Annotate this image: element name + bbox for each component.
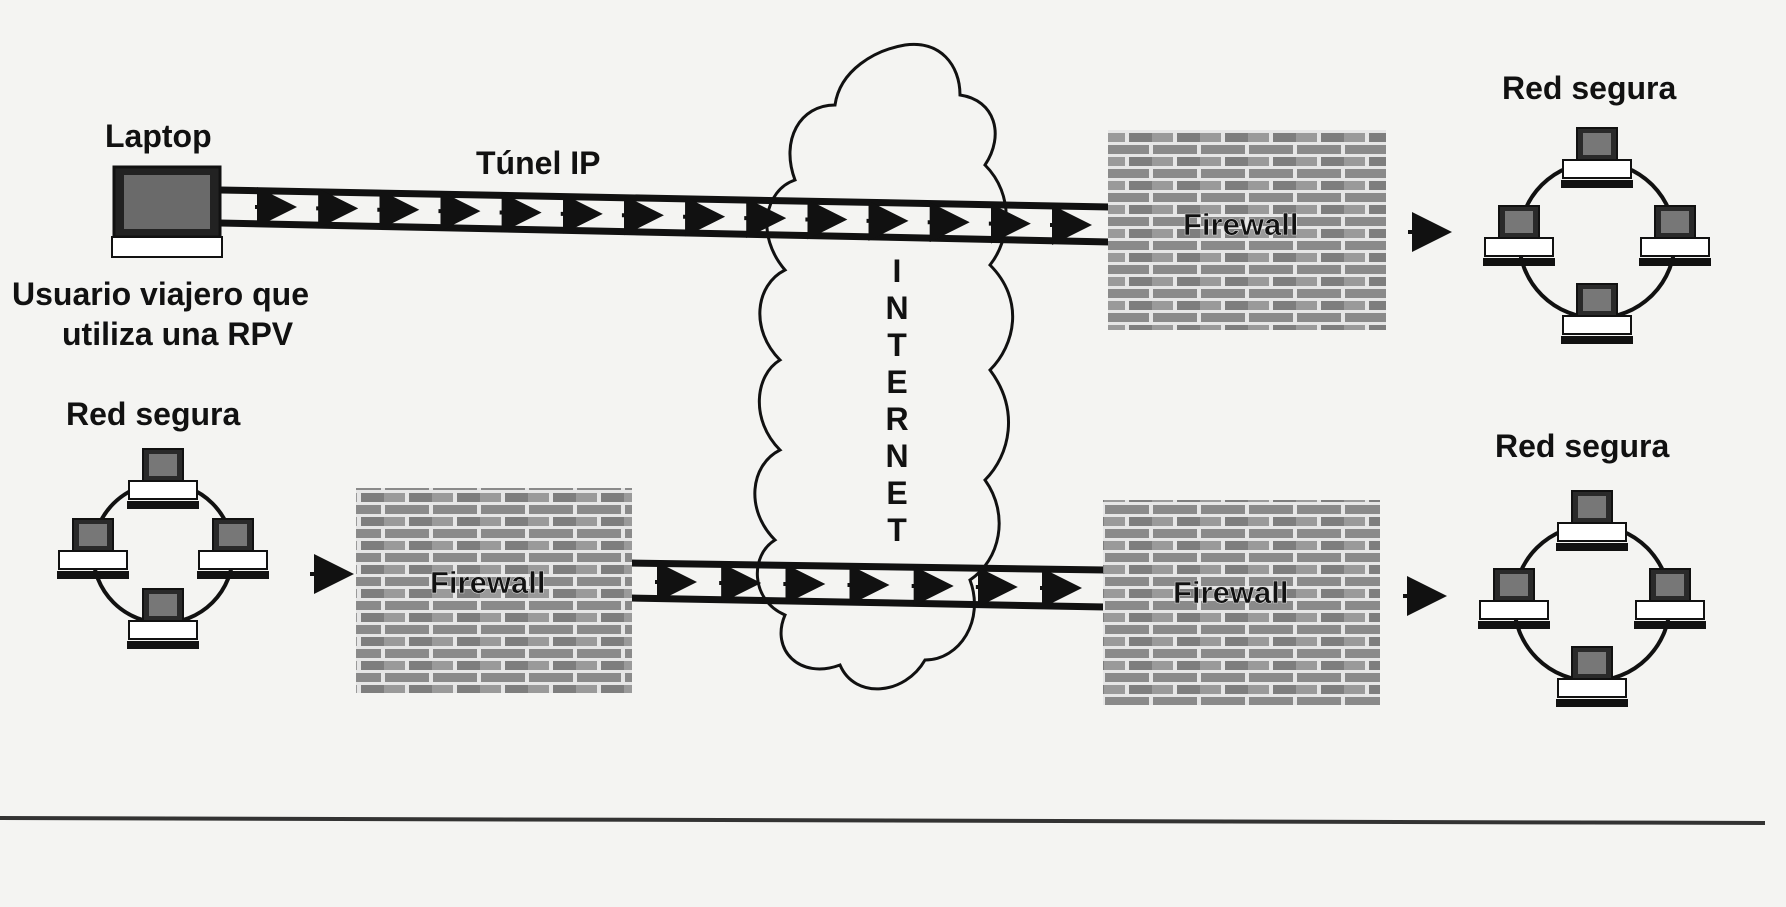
computer-icon [1556,490,1628,551]
internet-letter: E [886,475,907,511]
computer-icon [1556,646,1628,707]
firewall-top-right-label: Firewall [1183,207,1298,242]
computer-icon [1478,568,1550,629]
computer-icon [197,518,269,579]
bottom-rule [0,816,1766,825]
secure-network-top-right-label: Red segura [1502,70,1677,106]
computer-icon [127,448,199,509]
firewall-bottom-right-label: Firewall [1173,575,1288,610]
internet-letter: N [885,438,908,474]
secure-network-left-label: Red segura [66,396,241,432]
computer-icon [1561,283,1633,344]
internet-letter: T [887,327,907,363]
tunnel-arrows-bottom [655,562,1082,608]
firewall-bottom-left-label: Firewall [430,565,545,600]
firewall-bottom-right: Firewall [1103,500,1380,705]
internet-letter: R [885,401,908,437]
traveler-label-line2: utiliza una RPV [62,316,294,352]
computer-icon [1561,127,1633,188]
traveler-label-line1: Usuario viajero que [12,276,309,312]
computer-icon [57,518,129,579]
internet-letter: I [893,253,902,289]
computer-icon [127,588,199,649]
laptop-label: Laptop [105,118,212,154]
secure-network-bottom-right-label: Red segura [1495,428,1670,464]
internet-letter: E [886,364,907,400]
computer-icon [1634,568,1706,629]
tunnel-arrows-top [255,187,1092,245]
laptop-icon [111,165,223,258]
computer-icon [1639,205,1711,266]
computer-icon [1483,205,1555,266]
firewall-top-right: Firewall [1108,130,1386,330]
secure-network-left [57,448,269,649]
internet-letter: N [885,290,908,326]
ip-tunnel-label: Túnel IP [476,145,601,181]
internet-cloud [753,42,1014,691]
secure-network-top-right [1483,127,1711,344]
ip-tunnel-top [219,186,1111,246]
firewall-bottom-left: Firewall [356,488,632,693]
tunnel-bottom [629,559,1106,611]
internet-letter: T [887,512,907,548]
secure-network-bottom-right [1478,490,1706,707]
